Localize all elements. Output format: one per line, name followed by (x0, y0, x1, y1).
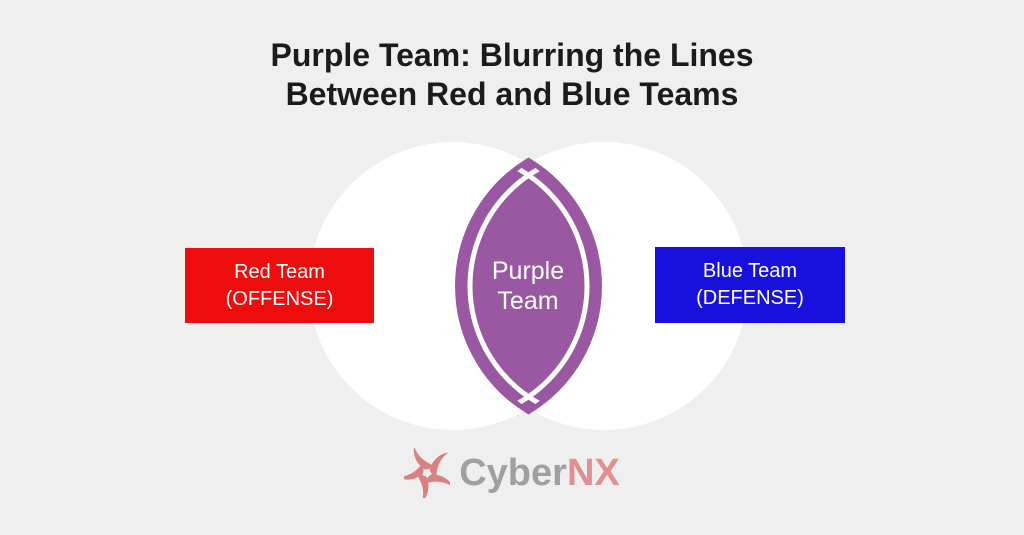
brand-text-primary: Cyber (459, 451, 567, 494)
lens-inner-arc-left (460, 163, 590, 409)
title-line-1: Purple Team: Blurring the Lines (270, 37, 754, 73)
red-team-label-line1: Red Team (234, 260, 325, 283)
purple-lens (455, 157, 602, 415)
purple-team-label-line2: Team (497, 287, 559, 315)
blue-team-label-line1: Blue Team (702, 260, 798, 282)
red-team-label-line2: (OFFENSE) (225, 287, 334, 310)
brand-text-accent: NX (566, 451, 620, 494)
title-line-2: Between Red and Blue Teams (285, 76, 739, 112)
lens-inner-arcs (460, 163, 597, 409)
page-title: Purple Team: Blurring the Lines Between … (0, 36, 1024, 114)
cybernx-logo: CyberNX (0, 448, 1024, 498)
swirl-pinwheel-icon (404, 448, 451, 498)
purple-team-label-line1: Purple (491, 257, 565, 285)
brand-text: CyberNX (459, 452, 620, 495)
purple-team-label: Purple Team (428, 256, 628, 316)
lens-inner-arc-right (467, 163, 597, 409)
red-team-box: Red Team (OFFENSE) (185, 248, 374, 323)
blue-team-box: Blue Team (DEFENSE) (655, 247, 845, 323)
blue-team-label-line2: (DEFENSE) (696, 287, 804, 309)
